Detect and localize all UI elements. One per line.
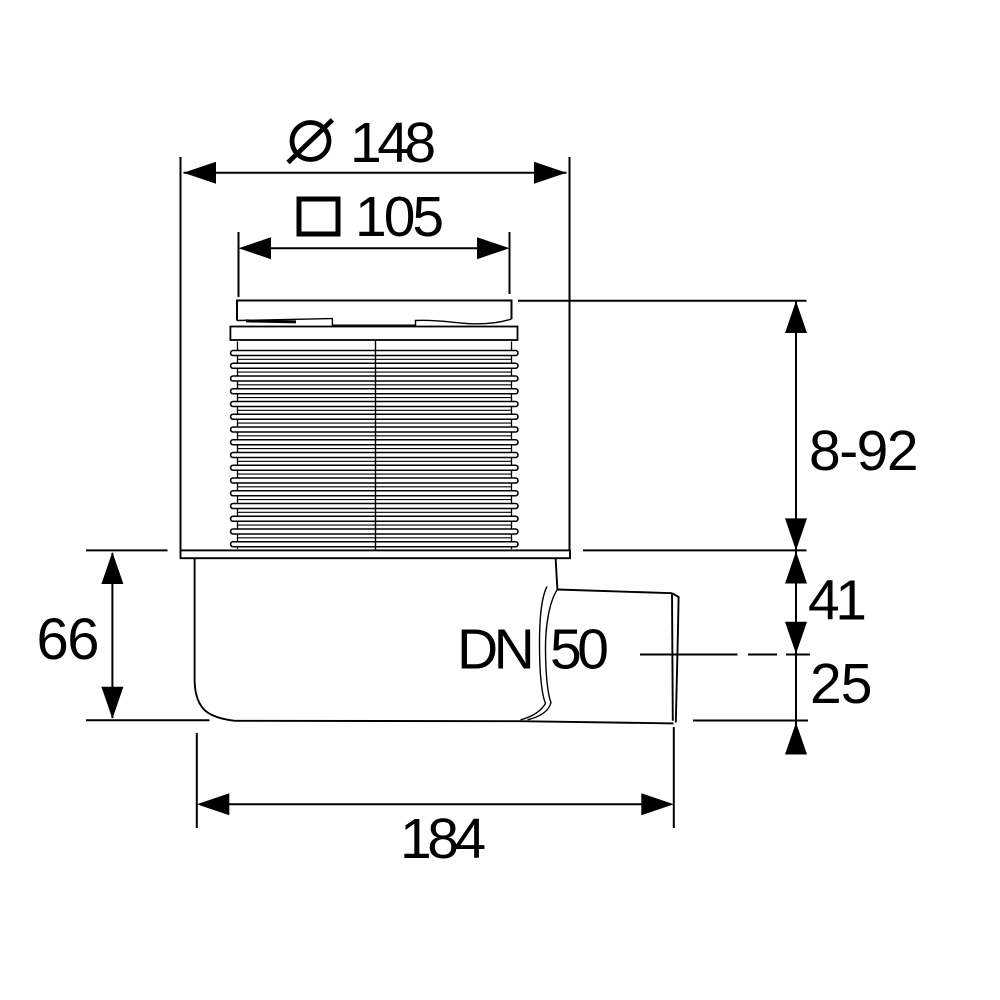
svg-text:105: 105 [355,185,442,249]
svg-text:8-92: 8-92 [809,419,917,483]
svg-text:25: 25 [810,652,871,716]
svg-text:148: 148 [350,111,434,175]
svg-text:184: 184 [400,807,485,871]
svg-text:66: 66 [37,607,99,672]
svg-text:50: 50 [550,618,607,682]
svg-text:41: 41 [808,569,864,633]
svg-text:DN: DN [457,618,531,682]
